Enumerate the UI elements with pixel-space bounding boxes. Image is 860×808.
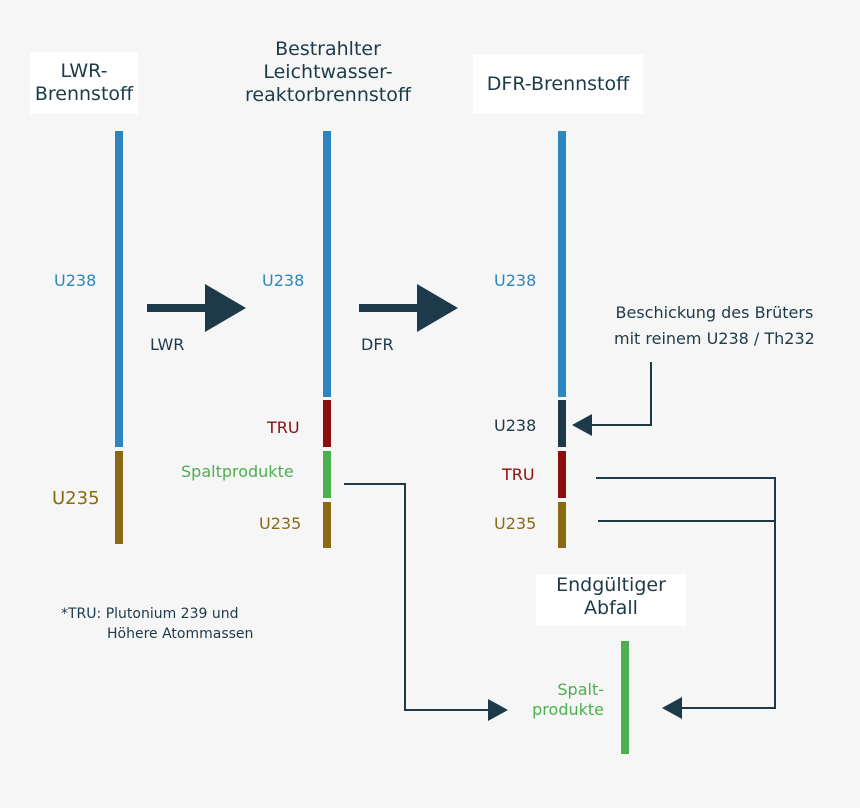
header-final-waste: Endgültiger Abfall: [536, 574, 686, 626]
breeder-note-line1: Beschickung des Brüters: [615, 303, 814, 322]
header-final-waste-line1: Endgültiger: [556, 574, 666, 596]
label-col3-u238-bred: U238: [494, 416, 537, 435]
label-waste-fission-line2: produkte: [532, 700, 604, 719]
label-waste-fission-line1: Spalt-: [557, 680, 604, 699]
breeder-note-line2: mit reinem U238 / Th232: [614, 329, 815, 348]
arrow-label-dfr: DFR: [361, 335, 394, 354]
bar-col2-u238: [323, 131, 331, 397]
arrow-label-lwr: LWR: [150, 335, 185, 354]
bar-col3-u238: [558, 131, 566, 397]
label-col3-tru: TRU: [502, 465, 535, 484]
connector-breeder-feed: [590, 362, 652, 426]
arrowhead-fission-icon: [488, 699, 508, 721]
label-col3-u235: U235: [494, 514, 537, 533]
header-irradiated-fuel: Bestrahlter Leichtwasser- reaktorbrennst…: [233, 38, 423, 118]
footnote-line1: *TRU: Plutonium 239 und: [61, 606, 239, 622]
bar-col2-tru: [323, 400, 331, 447]
arrow-dfr-icon: [359, 284, 458, 332]
arrow-lwr-icon: [147, 284, 246, 332]
header-final-waste-line2: Abfall: [584, 597, 638, 619]
bar-col2-fission: [323, 451, 331, 498]
label-col2-u238: U238: [262, 271, 305, 290]
connector-tru-to-waste: [596, 477, 776, 709]
label-col3-u238-top: U238: [494, 271, 537, 290]
label-col1-u235: U235: [52, 488, 100, 509]
label-col2-fission: Spaltprodukte: [181, 462, 294, 481]
breeder-note: Beschickung des Brüters mit reinem U238 …: [614, 300, 815, 352]
bar-col3-u238-bred: [558, 400, 566, 447]
label-col2-u235: U235: [259, 514, 302, 533]
header-lwr-fuel: LWR-Brennstoff: [30, 52, 138, 114]
header-irradiated-line2: Leichtwasser-: [263, 61, 393, 83]
label-col1-u238: U238: [54, 271, 97, 290]
label-waste-fission: Spalt- produkte: [520, 680, 604, 720]
bar-col3-tru: [558, 451, 566, 498]
bar-col2-u235: [323, 502, 331, 548]
label-col2-tru: TRU: [267, 418, 300, 437]
arrowhead-breeder-icon: [572, 414, 592, 436]
bar-waste-fission: [621, 641, 629, 754]
bar-col1-u238: [115, 131, 123, 447]
footnote-line2: Höhere Atommassen: [107, 626, 254, 642]
header-irradiated-line3: reaktorbrennstoff: [245, 84, 411, 106]
bar-col3-u235: [558, 502, 566, 548]
arrowhead-waste-icon: [662, 697, 682, 719]
footnote: *TRU: Plutonium 239 und Höhere Atommasse…: [61, 604, 253, 644]
header-dfr-fuel: DFR-Brennstoff: [473, 54, 643, 114]
connector-fission-to-waste: [344, 483, 490, 711]
header-irradiated-line1: Bestrahlter: [275, 38, 381, 60]
bar-col1-u235: [115, 451, 123, 544]
